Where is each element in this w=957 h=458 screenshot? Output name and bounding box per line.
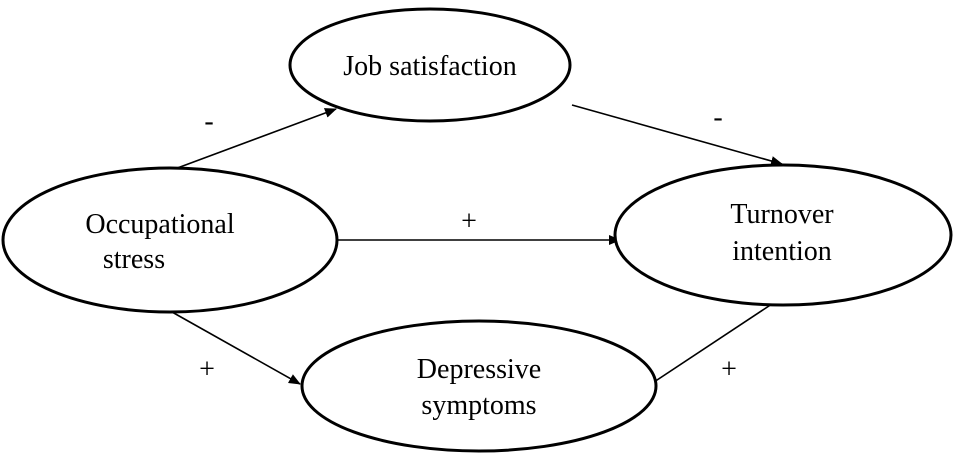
node-depressive-symptoms-line-2: symptoms — [421, 390, 536, 421]
node-occupational-stress: Occupational stress — [1, 166, 339, 314]
node-occupational-stress-line-1: Occupational — [85, 209, 234, 240]
sign-stress-to-depressive: + — [199, 354, 215, 385]
sign-satisfaction-to-turnover: - — [713, 102, 722, 133]
node-job-satisfaction: Job satisfaction — [288, 7, 572, 123]
node-turnover-intention-line-2: intention — [732, 236, 832, 267]
edge-stress-to-satisfaction — [171, 108, 337, 171]
edge-satisfaction-to-turnover — [571, 104, 783, 166]
node-occupational-stress-line-2: stress — [103, 244, 165, 275]
edge-depressive-to-turnover — [653, 295, 785, 383]
edge-stress-to-depressive — [171, 311, 301, 385]
node-turnover-intention: Turnover intention — [613, 163, 953, 307]
node-depressive-symptoms: Depressive symptoms — [300, 319, 658, 453]
sign-depressive-to-turnover: + — [721, 354, 737, 385]
node-job-satisfaction-label: Job satisfaction — [343, 51, 516, 82]
node-turnover-intention-line-1: Turnover — [730, 199, 834, 230]
sign-stress-to-satisfaction: - — [204, 106, 213, 137]
node-depressive-symptoms-line-1: Depressive — [417, 354, 541, 385]
sign-stress-to-turnover: + — [461, 206, 477, 237]
